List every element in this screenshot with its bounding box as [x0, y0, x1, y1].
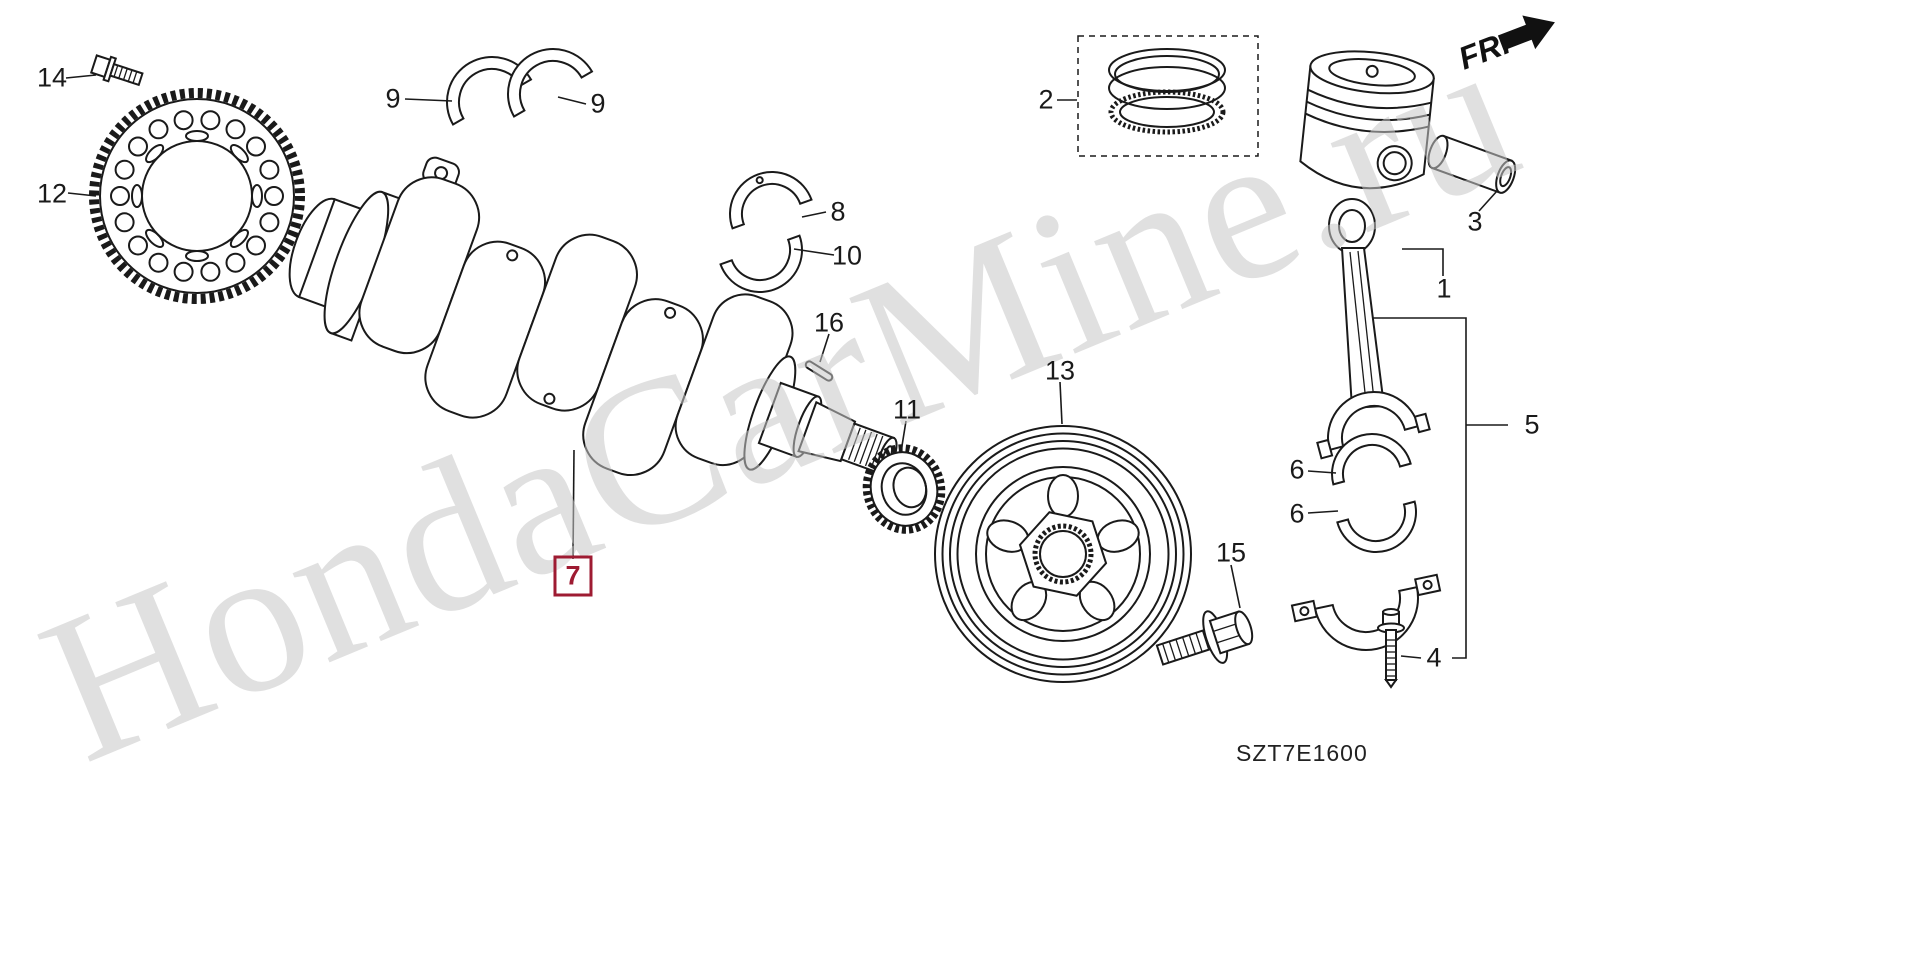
part-callout-15[interactable]: 15 — [1215, 537, 1247, 568]
part-callout-8[interactable]: 8 — [830, 196, 846, 227]
timing-sprocket-drawing — [89, 88, 305, 304]
part-callout-1[interactable]: 1 — [1436, 273, 1452, 304]
main-bearing-upper-drawing — [729, 171, 813, 230]
crank-timing-gear-drawing — [862, 444, 946, 534]
piston-pin-drawing — [1427, 134, 1517, 194]
thrust-washer-drawing-right — [507, 48, 594, 118]
part-callout-11[interactable]: 11 — [892, 394, 922, 425]
part-callout-9-right[interactable]: 9 — [590, 88, 606, 119]
piston-ring-set-drawing — [1077, 35, 1259, 157]
part-callout-7[interactable]: 7 — [553, 555, 593, 597]
rod-bolt-drawing — [1377, 608, 1405, 689]
part-callout-9-left[interactable]: 9 — [385, 83, 401, 114]
crankshaft-key-drawing — [804, 360, 834, 382]
sprocket-bolt-drawing — [89, 54, 144, 87]
part-callout-5[interactable]: 5 — [1524, 409, 1540, 440]
thrust-washer-drawing-left — [446, 56, 533, 126]
part-callout-16[interactable]: 16 — [813, 307, 845, 338]
rod-bearing-upper-drawing — [1331, 433, 1412, 486]
part-callout-13[interactable]: 13 — [1044, 355, 1076, 386]
pulley-bolt-drawing — [1155, 610, 1254, 666]
leader-lines — [65, 74, 1508, 659]
part-callout-6-lower[interactable]: 6 — [1289, 498, 1305, 529]
part-callout-4[interactable]: 4 — [1426, 642, 1442, 673]
part-callout-12[interactable]: 12 — [36, 178, 68, 209]
rod-bearing-lower-drawing — [1336, 500, 1417, 553]
main-bearing-lower-drawing — [719, 234, 803, 293]
crank-pulley-drawing — [934, 425, 1192, 683]
connecting-rod-drawing — [1316, 198, 1431, 460]
piston-drawing — [1299, 50, 1435, 190]
part-callout-6-upper[interactable]: 6 — [1289, 454, 1305, 485]
part-callout-3[interactable]: 3 — [1467, 206, 1483, 237]
part-callout-14[interactable]: 14 — [36, 62, 68, 93]
part-callout-2[interactable]: 2 — [1038, 84, 1054, 115]
part-callout-10[interactable]: 10 — [831, 240, 863, 271]
crankshaft-drawing — [288, 156, 898, 476]
diagram-code: SZT7E1600 — [1236, 740, 1368, 766]
fr-arrow-icon — [1497, 15, 1555, 51]
